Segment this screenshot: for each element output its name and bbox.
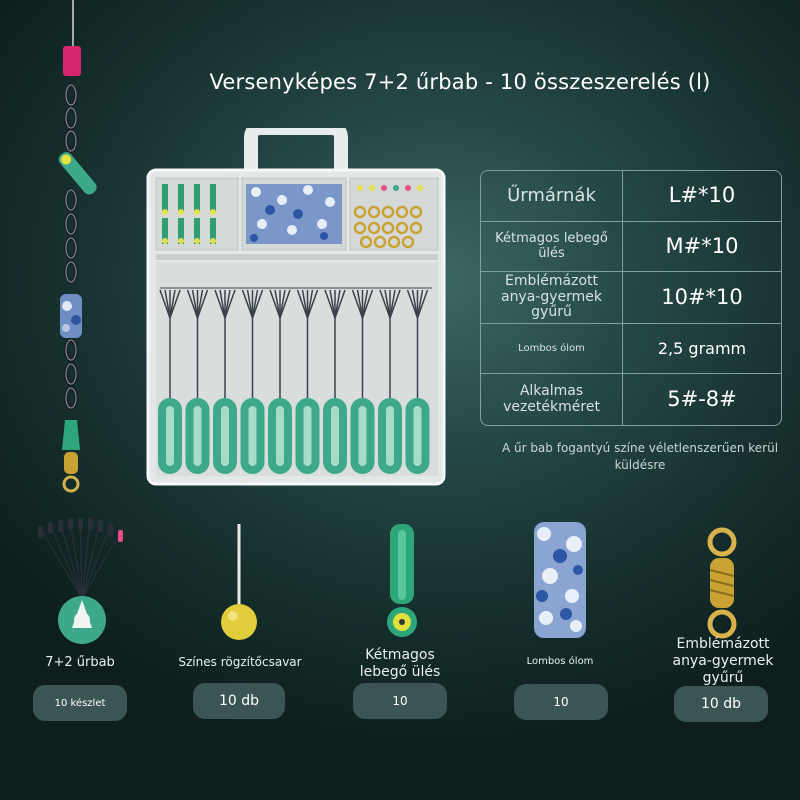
item-label-4: Lombos ólom [526,656,594,667]
spec-value-4: 2,5 gramm [623,324,781,375]
spec-value-1: L#*10 [623,171,781,222]
count-pill-2: 10 db [193,683,285,719]
count-pill-4: 10 [514,684,608,720]
swivel-icon [707,527,737,639]
spec-label-3: Emblémázott anya-gyermek gyűrű [481,272,623,324]
spec-value-5: 5#-8# [667,387,737,412]
count-pill-5: 10 db [674,686,768,722]
item-label-5: Emblémázott anya-gyermek gyűrű [672,636,774,686]
spec-label-1: Űrmárnák [481,171,623,222]
float-seat-icon [387,524,417,637]
spec-label-4: Lombos ólom [481,323,623,375]
spec-label-5: Alkalmas vezetékméret [481,374,623,425]
count-pill-3: 10 [353,683,447,719]
spec-table: Űrmárnák L#*10 Kétmagos lebegő ülés M#*1… [480,170,782,426]
item-label-2: Színes rögzítőcsavar [178,655,302,669]
pin-screw-icon [221,524,257,640]
tackle-box-icon [146,128,446,486]
spec-value-3: 10#*10 [623,272,781,324]
count-pill-1: 10 készlet [33,685,127,721]
spec-value-2: M#*10 [623,222,781,273]
spec-label-2: Kétmagos lebegő ülés [481,221,623,273]
fishing-rig-icon [58,0,97,493]
page-title: Versenyképes 7+2 űrbab - 10 összeszerelé… [209,70,711,94]
camo-sinker-icon [534,522,586,638]
float-rig-icon [38,518,123,644]
item-label-1: 7+2 űrbab [45,655,115,670]
item-label-3: Kétmagos lebegő ülés [359,647,441,680]
color-note: A űr bab fogantyú színe véletlenszerűen … [501,441,779,473]
